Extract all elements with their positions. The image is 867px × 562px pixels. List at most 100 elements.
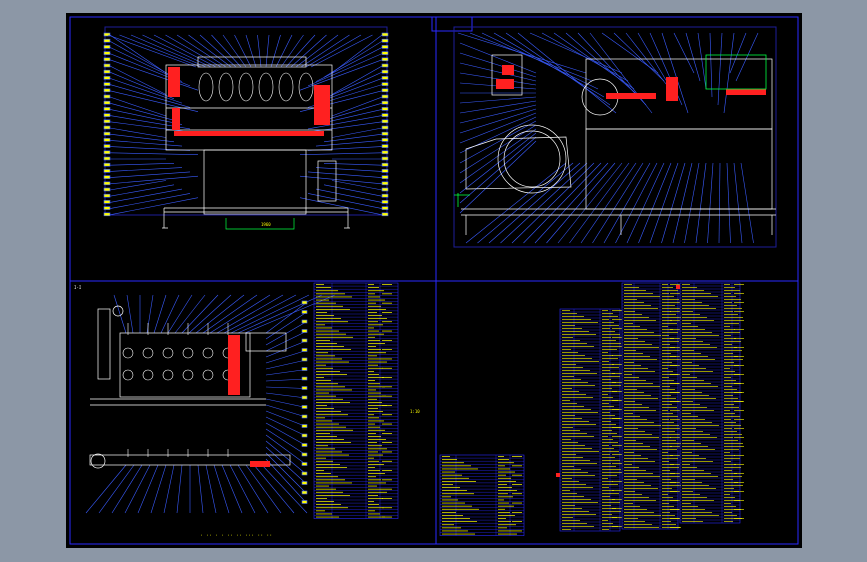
table-cell-text [368,392,381,394]
table-cell-text [368,473,385,474]
table-cell-text [670,410,680,411]
table-cell-text [662,515,675,516]
drawing-canvas: 1960 [69,16,799,545]
leader-line [300,34,350,68]
table-cell-text [670,338,680,339]
leader-line [469,32,593,82]
table-cell-text [612,409,622,410]
leader-line [109,152,199,155]
balloon-marker [103,51,111,55]
table-cell-text [662,371,673,372]
leader-line [315,47,383,82]
table-cell-text [562,496,584,497]
table-cell-text [316,457,326,459]
table-cell-text [562,337,573,338]
leader-line [315,140,383,147]
table-cell-text [662,452,668,453]
leader-line [221,464,243,514]
table-cell-text [316,451,342,453]
table-cell-text [724,407,739,408]
table-cell-text [498,530,512,532]
table-cell-text [602,496,610,497]
table-cell-text [602,373,615,374]
table-cell-text [602,451,619,452]
table-cell-text [368,290,384,292]
valve-circle [162,347,174,359]
table-cell-text [670,518,680,519]
balloon-marker [103,94,111,99]
table-cell-text [316,367,333,369]
table-cell-text [624,296,660,297]
table-cell-text [602,352,608,353]
table-cell-text [602,529,609,530]
leader-line [265,422,307,446]
table-cell-text [602,517,617,518]
table-cell-text [316,284,324,285]
table-cell-text [368,395,386,397]
table-cell-text [382,488,392,490]
table-cell-text [602,334,620,335]
table-cell-text [368,346,376,347]
table-cell-text [724,422,736,423]
table-cell-text [662,347,675,348]
leader-line [130,34,207,68]
table-cell-text [682,386,718,387]
table-cell-text [562,373,597,374]
table-cell-text [662,353,671,354]
table-cell-text [670,320,680,321]
table-cell-text [734,473,744,474]
table-cell-text [682,299,695,300]
leader-line [718,162,721,244]
table-cell-text [562,457,583,458]
table-cell-text [316,290,338,292]
table-cell-text [662,350,680,351]
table-cell-text [368,433,376,434]
table-cell-text [662,437,671,438]
table-cell-text [724,518,742,519]
table-cell-text [724,371,735,372]
table-cell-text [624,338,638,339]
leader-line [109,96,167,117]
balloon-marker [381,150,389,155]
table-cell-text [662,497,673,498]
table-cell-text [682,374,690,375]
table-cell-text [602,343,621,344]
valve-circle [182,369,194,381]
table-cell-text [562,355,585,356]
table-cell-text [316,426,346,428]
drawing-sheet[interactable]: 1960 [66,13,802,548]
valve-circle [202,369,214,381]
table-cell-text [602,385,621,386]
table-cell-text [368,318,387,319]
balloon-marker [381,131,389,136]
table-cell-text [602,448,614,449]
leader-line [331,65,383,95]
table-cell-text [316,336,353,338]
table-cell-text [612,382,622,383]
table-cell-text [662,398,676,399]
table-cell-text [682,446,708,447]
leader-line [237,294,323,334]
table-cell-text [724,359,743,360]
table-cell-text [382,414,392,416]
table-cell-text [624,422,654,423]
table-cell-text [682,296,718,297]
table-cell-text [662,323,677,324]
leader-line [459,112,537,144]
leader-line [174,294,206,334]
table-cell-text [602,403,609,404]
table-cell-text [368,309,386,310]
table-cell-text [316,464,340,465]
table-cell-text [512,456,522,457]
leader-line [150,464,167,514]
leader-line [237,464,269,514]
balloon-marker [103,57,111,62]
table-cell-text [602,412,610,413]
leader-line [457,32,587,74]
leader-line [735,32,759,82]
leader-line [697,32,707,90]
table-cell-text [724,383,741,384]
balloon-marker [301,405,308,409]
table-cell-text [682,455,699,456]
